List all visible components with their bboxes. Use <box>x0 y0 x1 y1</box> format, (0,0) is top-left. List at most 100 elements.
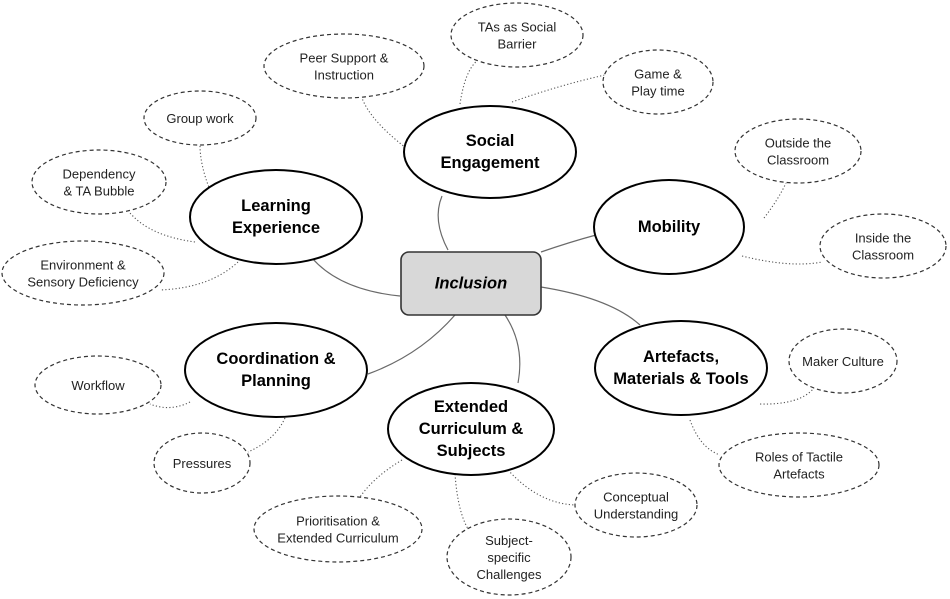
sub-node-label: Pressures <box>173 456 232 471</box>
theme-node-label-line: Subjects <box>437 442 506 460</box>
sub-node-label-line: specific <box>487 550 531 565</box>
connector-lines <box>129 59 823 533</box>
theme-node-label-line: Mobility <box>638 218 701 236</box>
edge-social-to-sub-0 <box>459 59 479 105</box>
sub-node-label: Maker Culture <box>802 354 884 369</box>
sub-node-curriculum-0: Prioritisation & Extended Curriculum <box>253 495 423 563</box>
sub-node-label-line: Dependency <box>63 166 136 181</box>
sub-node-ellipse <box>143 90 257 146</box>
edge-learning-to-sub-2 <box>159 261 239 291</box>
theme-node-ellipse <box>403 105 577 199</box>
edge-learning-to-sub-1 <box>129 212 196 243</box>
sub-node-ellipse <box>31 149 167 215</box>
theme-node-ellipse <box>387 382 555 476</box>
sub-node-label-line: Prioritisation & <box>296 513 380 528</box>
root-node-inclusion: Inclusion <box>400 251 542 316</box>
sub-node-label-line: Inside the <box>855 230 911 245</box>
sub-node-social-1: Peer Support &Instruction <box>263 33 425 99</box>
theme-node-label-line: Engagement <box>440 154 540 172</box>
sub-node-coordination-0: Workflow <box>34 355 162 415</box>
theme-node-coordination: Coordination &Planning <box>184 322 368 418</box>
sub-node-coordination-1: Pressures <box>153 432 251 494</box>
sub-node-label: Prioritisation & Extended Curriculum <box>277 513 398 545</box>
edge-artefacts-to-sub-0 <box>759 387 815 405</box>
sub-node-label-line: Conceptual <box>603 489 669 504</box>
sub-node-label-line: Game & <box>634 66 682 81</box>
sub-node-label-line: Workflow <box>71 378 125 393</box>
edge-root-to-coordination <box>367 314 456 375</box>
sub-node-learning-0: Group work <box>143 90 257 146</box>
edge-root-to-curriculum <box>504 314 521 384</box>
sub-node-artefacts-0: Maker Culture <box>788 328 898 394</box>
theme-node-label-line: Experience <box>232 219 320 237</box>
edge-root-to-mobility <box>540 234 597 253</box>
edge-coordination-to-sub-1 <box>247 417 286 453</box>
sub-node-ellipse <box>819 213 947 279</box>
sub-node-label-line: Artefacts <box>773 466 825 481</box>
sub-node-label-line: Extended Curriculum <box>277 530 398 545</box>
sub-node-social-2: Game &Play time <box>602 49 714 115</box>
sub-node-learning-2: Environment &Sensory Deficiency <box>1 240 165 306</box>
sub-node-ellipse <box>574 472 698 538</box>
theme-node-label: Coordination &Planning <box>216 350 335 390</box>
sub-node-label-line: Barrier <box>497 36 537 51</box>
theme-node-ellipse <box>593 179 745 275</box>
sub-node-label-line: Group work <box>166 111 234 126</box>
sub-node-label: Environment &Sensory Deficiency <box>27 257 139 289</box>
sub-node-label-line: & TA Bubble <box>63 183 134 198</box>
theme-node-ellipse <box>189 169 363 265</box>
sub-node-label-line: Pressures <box>173 456 232 471</box>
edge-artefacts-to-sub-1 <box>689 419 721 456</box>
theme-node-label-line: Social <box>466 132 515 150</box>
sub-node-label-line: Subject- <box>485 533 533 548</box>
sub-node-ellipse <box>788 328 898 394</box>
sub-node-ellipse <box>263 33 425 99</box>
edge-learning-to-sub-0 <box>199 144 211 191</box>
edge-root-to-learning <box>311 257 401 297</box>
sub-node-ellipse <box>34 355 162 415</box>
sub-node-label-line: Outside the <box>765 135 832 150</box>
sub-node-label-line: Roles of Tactile <box>755 449 843 464</box>
sub-node-label-line: Sensory Deficiency <box>27 274 139 289</box>
sub-node-label-line: Classroom <box>767 152 829 167</box>
edge-mobility-to-sub-0 <box>763 182 787 219</box>
theme-node-label-line: Extended <box>434 398 508 416</box>
sub-node-label-line: Instruction <box>314 67 374 82</box>
edge-root-to-social <box>437 195 449 251</box>
edge-curriculum-to-sub-2 <box>507 469 579 506</box>
sub-node-label-line: Classroom <box>852 247 914 262</box>
sub-node-ellipse <box>734 118 862 184</box>
edge-root-to-artefacts <box>540 286 641 326</box>
theme-node-ellipse <box>184 322 368 418</box>
theme-node-mobility: Mobility <box>593 179 745 275</box>
sub-node-label-line: Challenges <box>476 567 542 582</box>
theme-node-label-line: Artefacts, <box>643 348 719 366</box>
theme-node-label-line: Curriculum & <box>419 420 524 438</box>
root-node-label: Inclusion <box>435 275 507 293</box>
sub-node-label: Game &Play time <box>631 66 684 98</box>
edge-curriculum-to-sub-0 <box>357 459 403 501</box>
sub-node-ellipse <box>602 49 714 115</box>
theme-node-label: Artefacts,Materials & Tools <box>613 348 748 388</box>
sub-node-label-line: Maker Culture <box>802 354 884 369</box>
root-node-box <box>400 251 542 316</box>
edge-social-to-sub-2 <box>511 74 606 103</box>
sub-node-label: Workflow <box>71 378 125 393</box>
sub-node-ellipse <box>446 518 572 596</box>
root-node-label-line: Inclusion <box>435 275 507 293</box>
